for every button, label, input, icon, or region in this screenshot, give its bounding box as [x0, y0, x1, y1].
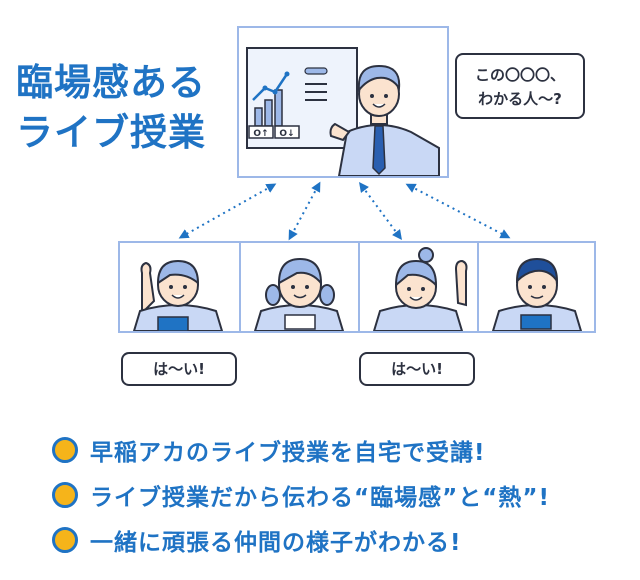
- student-tile-1: [120, 243, 239, 332]
- feature-item-3: 一緒に頑張る仲間の様子がわかる!: [52, 522, 550, 558]
- bullet-circle-icon: [52, 482, 78, 508]
- student-boy: [491, 257, 583, 332]
- teacher-figure: [329, 64, 440, 177]
- bullet-circle-icon: [52, 437, 78, 463]
- arrow-student-4: [405, 183, 511, 239]
- arrow-student-3: [359, 181, 402, 241]
- feature-text-1: 早稲アカのライブ授業を自宅で受講!: [90, 440, 486, 466]
- board-down-label: O↓: [279, 129, 294, 139]
- student-tile-2: [239, 243, 360, 332]
- student-video-grid: [118, 241, 596, 333]
- board-text-lines: [304, 67, 328, 101]
- headline-line-1: 臨場感ある: [16, 61, 206, 104]
- student-girl-pigtails: [253, 257, 345, 332]
- student-tile-3: [358, 243, 479, 332]
- arrow-student-2: [288, 181, 321, 241]
- headline-line-2: ライブ授業: [16, 111, 206, 154]
- headline: 臨場感ある ライブ授業: [16, 58, 206, 158]
- student-tile-4: [477, 243, 598, 332]
- board-up-label: O↑: [253, 129, 268, 139]
- student-3-speech-bubble: は〜い!: [359, 352, 475, 386]
- speech-line-2: わかる人〜?: [478, 90, 562, 108]
- feature-list: 早稲アカのライブ授業を自宅で受講! ライブ授業だから伝わる“臨場感”と“熱”! …: [52, 432, 550, 567]
- student-raising-hand: [132, 259, 224, 332]
- bar-chart-icon: [252, 71, 290, 127]
- bullet-circle-icon: [52, 527, 78, 553]
- student-girl-raising-hand: [372, 247, 468, 332]
- teacher-illustration: O↑ O↓: [246, 47, 440, 177]
- feature-item-2: ライブ授業だから伝わる“臨場感”と“熱”!: [52, 477, 550, 513]
- student-1-speech-bubble: は〜い!: [121, 352, 237, 386]
- feature-item-1: 早稲アカのライブ授業を自宅で受講!: [52, 432, 550, 468]
- teacher-video-panel: O↑ O↓: [237, 26, 449, 178]
- feature-text-3: 一緒に頑張る仲間の様子がわかる!: [90, 530, 462, 556]
- arrow-student-1: [178, 183, 277, 239]
- feature-text-2: ライブ授業だから伝わる“臨場感”と“熱”!: [90, 485, 550, 511]
- speech-line-1: この〇〇〇、: [474, 66, 565, 84]
- teacher-speech-bubble: この〇〇〇、 わかる人〜?: [455, 53, 585, 119]
